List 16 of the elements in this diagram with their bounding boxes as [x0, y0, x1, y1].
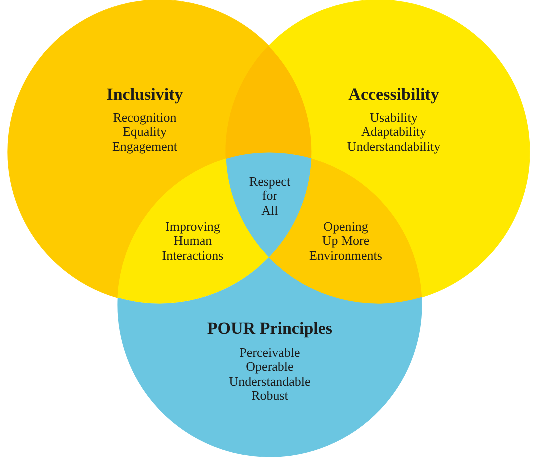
- term-label: Perceivable: [240, 346, 300, 360]
- overlap-label: Respect for All: [249, 174, 291, 218]
- term-label: Adaptability: [362, 125, 426, 140]
- term-label: Engagement: [112, 140, 178, 154]
- term-label: Equality: [122, 125, 167, 140]
- overlap-label: Improving Human Interactions: [162, 220, 224, 264]
- term-label: Operable: [246, 360, 294, 375]
- circle-title: Accessibility: [348, 84, 440, 104]
- term-label: Understandable: [229, 374, 311, 390]
- circle-title: Inclusivity: [106, 84, 184, 104]
- term-label: Robust: [252, 389, 288, 404]
- circle-title: POUR Principles: [207, 318, 333, 338]
- overlap-label: Opening Up More Environments: [310, 220, 382, 264]
- term-label: Usability: [370, 110, 418, 126]
- term-label: Understandability: [347, 140, 441, 154]
- term-label: Recognition: [113, 110, 177, 126]
